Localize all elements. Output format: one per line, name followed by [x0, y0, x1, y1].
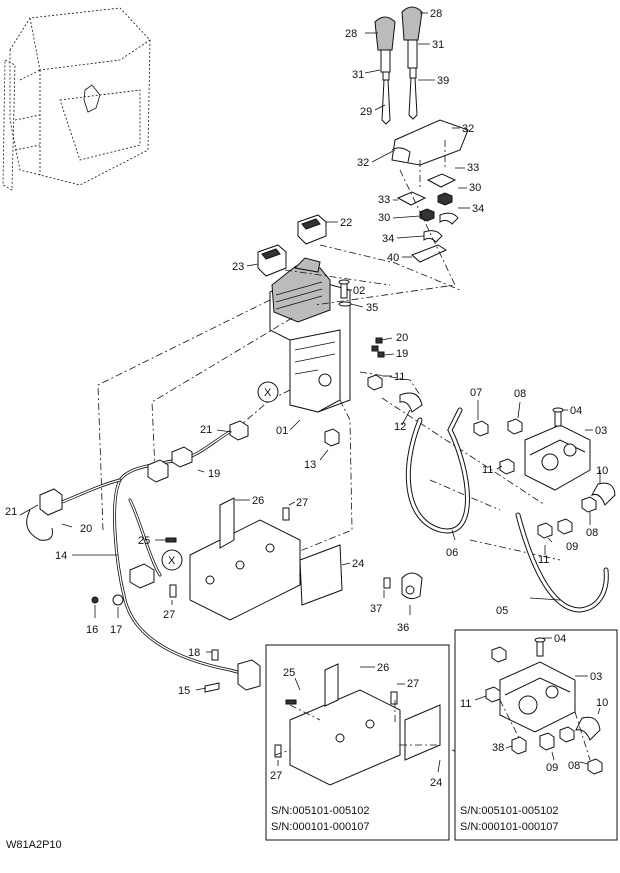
- callout-12: 12: [394, 421, 406, 433]
- callout-35: 35: [366, 302, 378, 314]
- inset-left-callout-26: 26: [377, 662, 389, 674]
- callout-07: 07: [470, 387, 482, 399]
- callout-29: 29: [360, 106, 372, 118]
- callout-04: 04: [570, 405, 582, 417]
- callout-08a: 08: [514, 388, 526, 400]
- callout-18: 18: [188, 647, 200, 659]
- callout-14: 14: [55, 550, 67, 562]
- inset-left-callout-27a: 27: [407, 678, 419, 690]
- inset-left-serial-2: S/N:000101-000107: [271, 821, 369, 833]
- inset-left-callout-25: 25: [283, 667, 295, 679]
- reference-code: W81A2P10: [6, 839, 62, 851]
- hose-06: [405, 407, 470, 534]
- harness-connectors: [26, 420, 261, 693]
- inset-right: 04 03 10 11 38 09 08 S/N:005101-005102 S…: [454, 629, 618, 841]
- callout-09: 09: [566, 541, 578, 553]
- switch-22: [297, 214, 327, 245]
- callout-19b: 19: [208, 468, 220, 480]
- inset-left-callout-24: 24: [430, 777, 442, 789]
- inset-right-callout-08: 08: [568, 760, 580, 772]
- switch-23: [257, 244, 287, 277]
- bolts-27-25: [165, 507, 290, 598]
- mount-bracket-26: [189, 497, 301, 621]
- inset-left: 25 26 27 27 24 S/N:005101-005102 S/N:000…: [265, 644, 450, 841]
- callout-20b: 20: [80, 523, 92, 535]
- detail-marker-x1: [257, 381, 279, 403]
- callout-27b: 27: [163, 609, 175, 621]
- callouts: 28 28 31 31 29 39 32 32 33 33 30 30 34 3…: [5, 8, 608, 697]
- lever-knob-left: [374, 16, 396, 125]
- callout-11c: 11: [538, 554, 549, 566]
- valve-fittings: [324, 374, 616, 539]
- callout-34b: 34: [382, 233, 394, 245]
- callout-02: 02: [353, 285, 365, 297]
- fittings-20-19: [371, 337, 385, 358]
- callout-11a: 11: [394, 371, 405, 383]
- cab-thumbnail: [2, 7, 151, 191]
- lever-knob-right: [401, 6, 423, 120]
- callout-06: 06: [446, 547, 458, 559]
- callout-17: 17: [110, 624, 122, 636]
- inset-left-callout-27b: 27: [270, 770, 282, 782]
- callout-24: 24: [352, 558, 364, 570]
- pilot-valve-01: [269, 257, 351, 413]
- callout-37: 37: [370, 603, 382, 615]
- marker-x1-label: X: [264, 387, 272, 399]
- hose-05: [515, 512, 609, 613]
- callout-31b: 31: [432, 39, 444, 51]
- callout-22: 22: [340, 217, 352, 229]
- callout-39: 39: [437, 75, 449, 87]
- callout-21a: 21: [200, 424, 212, 436]
- bolt-02: [338, 279, 352, 307]
- callout-30a: 30: [469, 182, 481, 194]
- plate-24: [299, 544, 343, 606]
- callout-20a: 20: [396, 332, 408, 344]
- callout-25: 25: [138, 535, 150, 547]
- callout-36: 36: [397, 622, 409, 634]
- callout-16: 16: [86, 624, 98, 636]
- inset-left-serial-1: S/N:005101-005102: [271, 805, 369, 817]
- callout-21b: 21: [5, 506, 17, 518]
- callout-33a: 33: [467, 162, 479, 174]
- callout-01: 01: [276, 425, 288, 437]
- callout-03: 03: [595, 425, 607, 437]
- callout-10: 10: [596, 465, 608, 477]
- callout-40: 40: [387, 252, 399, 264]
- callout-05: 05: [496, 605, 508, 617]
- callout-28a: 28: [345, 28, 357, 40]
- marker-x2-label: X: [168, 555, 176, 567]
- callout-19a: 19: [396, 348, 408, 360]
- inset-right-callout-03: 03: [590, 671, 602, 683]
- valve-block-03: [524, 407, 591, 491]
- inset-right-serial-2: S/N:000101-000107: [460, 821, 558, 833]
- callout-31a: 31: [352, 69, 364, 81]
- callout-32a: 32: [462, 123, 474, 135]
- lever-boot: [391, 119, 469, 166]
- callout-33b: 33: [378, 194, 390, 206]
- detail-marker-x2: [161, 549, 183, 571]
- inset-right-callout-04: 04: [554, 633, 566, 645]
- inset-right-callout-09: 09: [546, 762, 558, 774]
- clamp-36: [383, 572, 423, 600]
- inset-right-callout-11: 11: [460, 698, 471, 710]
- callout-23: 23: [232, 261, 244, 273]
- inset-right-serial-1: S/N:005101-005102: [460, 805, 558, 817]
- callout-32b: 32: [357, 157, 369, 169]
- callout-30b: 30: [378, 212, 390, 224]
- callout-08b: 08: [586, 527, 598, 539]
- inset-right-callout-38: 38: [492, 742, 504, 754]
- lever-hardware: [396, 173, 459, 263]
- inset-right-callout-10: 10: [596, 697, 608, 709]
- callout-15: 15: [178, 685, 190, 697]
- callout-28b: 28: [430, 8, 442, 20]
- callout-27a: 27: [296, 497, 308, 509]
- callout-26: 26: [252, 495, 264, 507]
- callout-34a: 34: [472, 203, 484, 215]
- callout-11b: 11: [482, 464, 493, 476]
- callout-13: 13: [304, 459, 316, 471]
